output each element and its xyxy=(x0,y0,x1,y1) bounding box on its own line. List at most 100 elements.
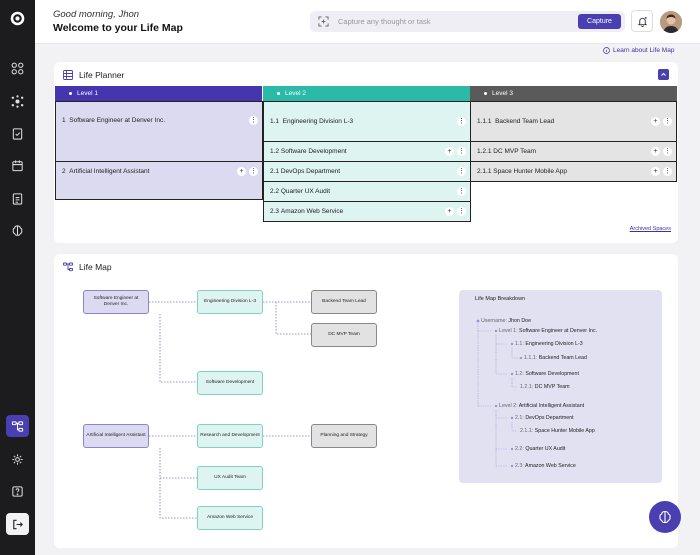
cell-label: Amazon Web Service xyxy=(280,208,344,215)
capture-input[interactable] xyxy=(338,14,538,29)
cell-label: DC MVP Team xyxy=(493,148,537,155)
notification-bell-icon[interactable] xyxy=(631,10,653,32)
top-header: Good morning, Jhon Welcome to your Life … xyxy=(35,0,700,44)
planner-cell[interactable]: 2.2 Quarter UX Audit ⋮ xyxy=(263,181,471,202)
gear-icon[interactable] xyxy=(6,448,29,470)
breakdown-item: 2.2: Quarter UX Audit xyxy=(515,446,565,452)
cell-num: 2.1 xyxy=(270,168,280,175)
planner-cell[interactable]: 1.1 Engineering Division L-3 ⋮ xyxy=(263,101,471,142)
breakdown-key: 2.1.1: xyxy=(520,428,534,434)
level-1-label: Level 1 xyxy=(77,90,98,97)
add-icon[interactable]: + xyxy=(445,207,454,216)
planner-cell[interactable]: 2.3 Amazon Web Service +⋮ xyxy=(263,201,471,222)
page-title: Welcome to your Life Map xyxy=(53,22,183,34)
level-1-header: Level 1 xyxy=(55,86,262,101)
breakdown-value: DC MVP Team xyxy=(534,384,570,390)
collapse-button[interactable] xyxy=(658,69,669,80)
breakdown-key: 1.2: xyxy=(515,371,524,377)
breakdown-value: Amazon Web Service xyxy=(525,463,576,469)
breakdown-key: 1.2.1: xyxy=(520,384,534,390)
map-node[interactable]: Engineering Division L-3 xyxy=(197,290,263,314)
sidebar xyxy=(0,0,35,555)
add-icon[interactable]: + xyxy=(237,167,246,176)
map-node[interactable]: Backend Team Lead xyxy=(311,290,377,314)
life-map-title: Life Map xyxy=(79,262,112,272)
cell-num: 1.1.1 xyxy=(477,118,492,125)
planner-cell[interactable]: 2 Artificial Intelligent Assistant +⋮ xyxy=(55,161,263,200)
planner-cell[interactable]: 1.1.1 Backend Team Lead +⋮ xyxy=(470,101,677,142)
cell-num: 2.3 xyxy=(270,208,280,215)
cell-label: Engineering Division L-3 xyxy=(282,118,354,125)
clipboard-list-icon[interactable] xyxy=(6,187,29,209)
add-icon[interactable]: + xyxy=(651,117,660,126)
level-2-header: Level 2 xyxy=(263,86,470,101)
capture-bar: Capture xyxy=(310,11,625,32)
more-icon[interactable]: ⋮ xyxy=(457,117,466,126)
more-icon[interactable]: ⋮ xyxy=(457,207,466,216)
add-icon[interactable]: + xyxy=(651,147,660,156)
planner-cell[interactable]: 1 Software Engineer at Denver Inc. ⋮ xyxy=(55,101,263,162)
level-2-label: Level 2 xyxy=(285,90,306,97)
breakdown-item: 1.1: Engineering Division L-3 xyxy=(515,341,583,347)
cell-label: Backend Team Lead xyxy=(495,118,555,125)
planner-cell[interactable]: 2.1 DevOps Department ⋮ xyxy=(263,161,471,182)
breakdown-value: Software Engineer at Denver Inc. xyxy=(519,328,598,334)
breakdown-key: 2.1: xyxy=(515,415,524,421)
more-icon[interactable]: ⋮ xyxy=(249,167,258,176)
breakdown-key: Level 2: xyxy=(499,403,518,409)
calendar-icon[interactable] xyxy=(6,154,29,176)
planner-cell[interactable]: 1.2.1 DC MVP Team +⋮ xyxy=(470,141,677,162)
life-map-icon[interactable] xyxy=(6,415,29,437)
map-node[interactable]: DC MVP Team xyxy=(311,323,377,347)
map-node[interactable]: Software Development xyxy=(197,371,263,395)
cell-label: DevOps Department xyxy=(280,168,341,175)
brain-assistant-button[interactable] xyxy=(649,501,681,533)
learn-about-link[interactable]: Learn about Life Map xyxy=(603,47,674,54)
map-node[interactable]: Software Engineer at Denver Inc. xyxy=(83,290,149,314)
learn-about-label: Learn about Life Map xyxy=(613,47,675,54)
planner-cell[interactable]: 1.2 Software Development +⋮ xyxy=(263,141,471,162)
capture-icon xyxy=(318,16,329,27)
help-icon[interactable] xyxy=(6,480,29,502)
breakdown-title: Life Map Breakdown xyxy=(475,296,526,302)
map-node[interactable]: Research and Development xyxy=(197,424,263,448)
cell-num: 2 xyxy=(62,168,66,175)
more-icon[interactable]: ⋮ xyxy=(249,116,258,125)
cell-label: Software Development xyxy=(280,148,347,155)
cell-num: 2.2 xyxy=(270,188,280,195)
map-connectors xyxy=(149,301,311,519)
avatar[interactable] xyxy=(660,11,682,33)
planner-cell[interactable]: 2.1.1 Space Hunter Mobile App +⋮ xyxy=(470,161,677,182)
life-map-breakdown: Life Map Breakdown xyxy=(459,290,662,483)
map-node[interactable]: Planning and Strategy xyxy=(311,424,377,448)
breakdown-value: Space Hunter Mobile App xyxy=(534,428,595,434)
capture-button[interactable]: Capture xyxy=(578,14,621,29)
breakdown-value: Software Development xyxy=(525,371,579,377)
breakdown-key: Level 1: xyxy=(499,328,518,334)
map-node[interactable]: Artificial Intelligent Assistant xyxy=(83,424,149,448)
breakdown-item: Username: Jhon Doe xyxy=(481,318,531,324)
clipboard-check-icon[interactable] xyxy=(6,122,29,144)
map-node[interactable]: UX Audit Team xyxy=(197,466,263,490)
level-3-label: Level 3 xyxy=(492,90,513,97)
add-icon[interactable]: + xyxy=(651,167,660,176)
brain-icon[interactable] xyxy=(6,219,29,241)
more-icon[interactable]: ⋮ xyxy=(457,167,466,176)
more-icon[interactable]: ⋮ xyxy=(663,117,672,126)
more-icon[interactable]: ⋮ xyxy=(663,147,672,156)
more-icon[interactable]: ⋮ xyxy=(663,167,672,176)
breakdown-item: 1.1.1: Backend Team Lead xyxy=(524,355,587,361)
cell-num: 1.2.1 xyxy=(477,148,492,155)
cell-label: Quarter UX Audit xyxy=(280,188,330,195)
network-icon[interactable] xyxy=(6,90,29,112)
archived-spaces-link[interactable]: Archived Spaces xyxy=(629,226,671,232)
add-icon[interactable]: + xyxy=(445,147,454,156)
logout-icon[interactable] xyxy=(6,513,29,535)
life-map-icon xyxy=(63,262,73,272)
map-node[interactable]: Amazon Web Service xyxy=(197,506,263,530)
grid-icon[interactable] xyxy=(6,57,29,79)
more-icon[interactable]: ⋮ xyxy=(457,147,466,156)
cell-num: 1 xyxy=(62,117,66,124)
more-icon[interactable]: ⋮ xyxy=(457,187,466,196)
logo-icon[interactable] xyxy=(6,7,29,30)
